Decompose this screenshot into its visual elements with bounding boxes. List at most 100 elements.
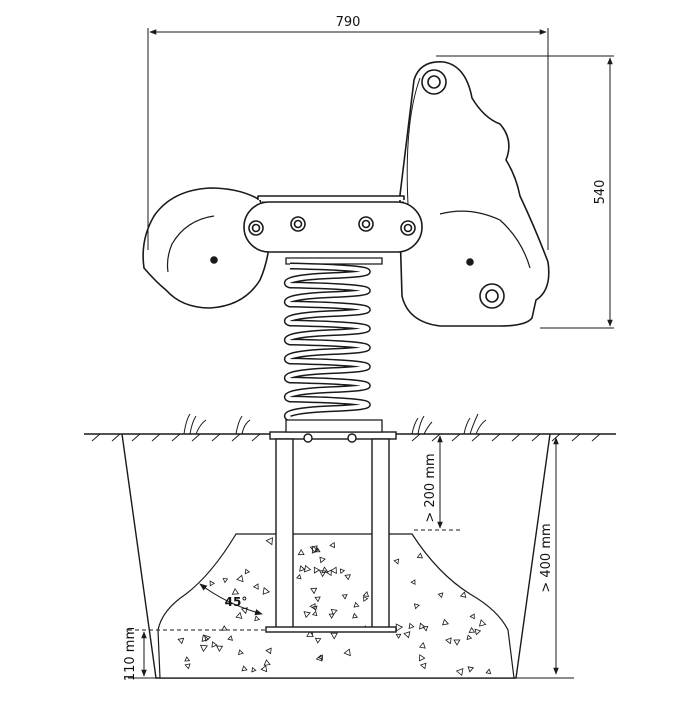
dimension-cover-depth (414, 435, 462, 531)
aggregate-stone (485, 668, 492, 675)
aggregate-stone (309, 603, 316, 610)
aggregate-stone (184, 656, 191, 662)
aggregate-stone (297, 549, 305, 556)
concrete-block (157, 533, 515, 679)
aggregate-stone (237, 649, 244, 656)
aggregate-stone (314, 547, 321, 553)
aggregate-stone (260, 665, 268, 673)
aggregate-stone (413, 603, 420, 610)
aggregate-stone (311, 610, 318, 617)
base-thickness-label: 110 mm (123, 627, 138, 681)
aggregate-stone (310, 587, 318, 595)
aggregate-stone (314, 637, 322, 644)
aggregate-stone (177, 637, 185, 645)
dimension-height (436, 55, 614, 329)
aggregate-stone (418, 642, 426, 649)
aggregate-stone (303, 611, 311, 619)
aggregate-stone (236, 574, 244, 583)
rider-body (142, 61, 550, 327)
aggregate-stone (299, 565, 306, 572)
aggregate-stone (403, 631, 411, 639)
aggregate-stone (241, 665, 248, 672)
aggregate-stone (469, 613, 475, 620)
spring-coil-inner (285, 264, 369, 420)
aggregate-stone (418, 622, 426, 630)
rear-contour (439, 210, 531, 269)
dimension-width (147, 28, 549, 250)
aggregate-stone (467, 666, 475, 673)
bolt-core (361, 219, 371, 229)
handle-core (427, 75, 441, 89)
aggregate-stone (445, 637, 452, 645)
aggregate-stone (201, 634, 210, 643)
aggregate-stone (317, 654, 323, 661)
anchor-leg-left (275, 438, 294, 630)
front-footrest-panel (142, 187, 271, 309)
spring (283, 257, 383, 433)
aggregate-stone (329, 541, 335, 549)
aggregate-stone (419, 662, 427, 670)
angle-arc (199, 583, 263, 616)
aggregate-stone (453, 639, 461, 646)
aggregate-stone (303, 564, 312, 573)
aggregate-stone (466, 634, 473, 641)
aggregate-stone (344, 574, 351, 581)
aggregate-stone (184, 663, 191, 670)
spring-base-cap (285, 419, 383, 433)
aggregate-stone (422, 625, 429, 632)
slope-angle (199, 583, 263, 616)
aggregate-stone (319, 556, 326, 564)
foundation-depth-label: > 400 mm (539, 523, 554, 592)
seat-bar (243, 201, 423, 253)
aggregate-stone (408, 622, 415, 630)
aggregate-stone (227, 635, 233, 641)
anchor-leg-right (371, 438, 390, 630)
aggregate-stone (352, 612, 359, 619)
bottom-anchor-plate (265, 626, 397, 633)
aggregate-stone (330, 608, 338, 616)
rivet (466, 258, 474, 266)
bolt-core (403, 223, 413, 233)
handle-core (485, 289, 499, 303)
seat-bolts (248, 216, 416, 236)
aggregate-stone (244, 568, 251, 575)
aggregate-stone (211, 641, 218, 648)
aggregate-stone (328, 613, 335, 619)
aggregate-stone (313, 566, 321, 574)
aggregate-stone (199, 644, 209, 653)
aggregate-stone (362, 591, 370, 598)
aggregate-stone (343, 648, 351, 657)
aggregate-stone (204, 634, 211, 642)
aggregate-stone (296, 573, 302, 580)
aggregate-stone (437, 592, 444, 599)
cover-depth-label: > 200 mm (423, 453, 438, 522)
aggregate-stone (468, 626, 476, 633)
bolt-core (251, 223, 261, 233)
aggregate-stone (339, 568, 346, 575)
aggregate-stone (318, 570, 327, 578)
aggregate-stone (262, 586, 271, 595)
spring-top-cap (285, 257, 383, 265)
aggregate-stone (330, 566, 337, 575)
rivet (210, 256, 218, 264)
rear-seat-panel (399, 61, 550, 327)
aggregate-stone (254, 615, 261, 622)
aggregate-stone (474, 628, 482, 636)
top-anchor-plate (269, 431, 397, 440)
seat-top (257, 195, 405, 200)
aggregate-stone (353, 601, 360, 608)
panel-inner-line (406, 77, 421, 205)
front-contour (166, 215, 215, 273)
aggregate-stone (263, 659, 271, 666)
anchor-frame (265, 431, 397, 633)
aggregate-stone (418, 654, 426, 662)
aggregate-stone (221, 625, 228, 631)
bolt (303, 433, 313, 443)
aggregate-stone (311, 545, 320, 554)
grass-tufts (183, 413, 487, 435)
aggregate-stone (416, 552, 424, 559)
aggregate-stone (314, 596, 321, 603)
width-label: 790 (336, 15, 361, 30)
